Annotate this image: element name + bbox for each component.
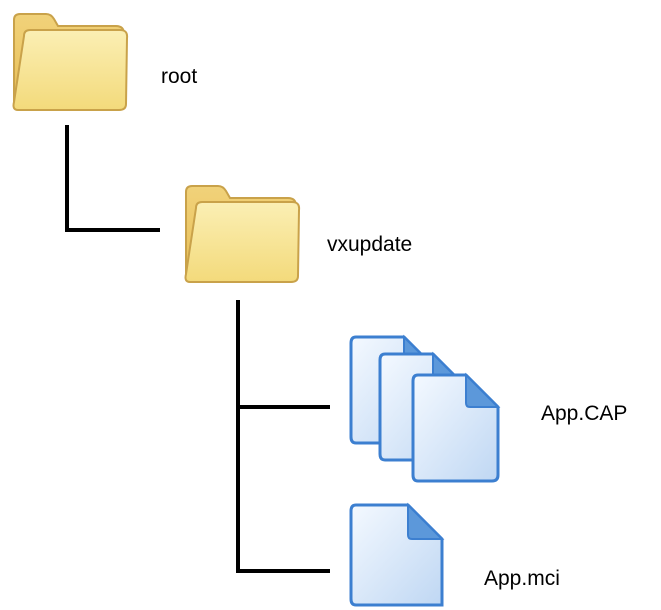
folder-label-vxupdate: vxupdate [327,233,413,256]
connector-app-cap-horizontal [236,405,330,409]
folder-icon[interactable] [8,10,131,113]
connector-root-vertical [65,125,69,231]
connector-vxupdate-vertical [236,300,240,573]
connector-root-horizontal [65,228,160,232]
folder-label-root: root [161,65,198,88]
file-label-app-mci: App.mci [484,567,560,590]
document-icon[interactable] [348,501,448,610]
file-label-app-cap: App.CAP [541,402,628,425]
folder-icon[interactable] [180,182,303,285]
connector-app-mci-horizontal [236,569,330,573]
multiple-documents-icon[interactable] [348,333,508,485]
